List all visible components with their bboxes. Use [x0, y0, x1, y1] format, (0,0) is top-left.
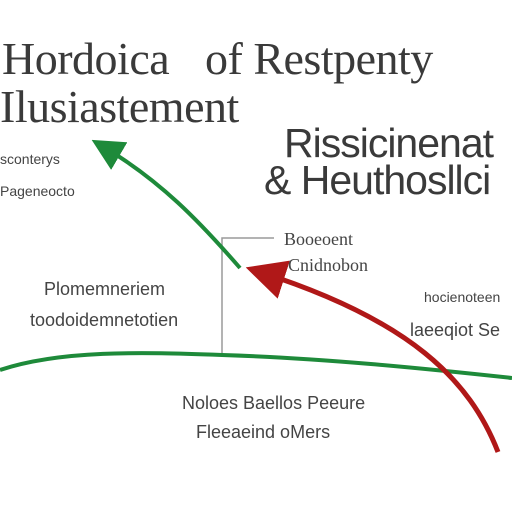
label-mid-left-1: Plomemneriem [44, 279, 166, 299]
title-line1-right: of Restpenty [205, 33, 433, 84]
label-mid-left-2: toodoidemnetotien [30, 310, 179, 330]
red-falling-arrow [245, 260, 501, 453]
label-right-2: laeeqiot Se [410, 320, 501, 340]
label-callout-2: Cnidnobon [288, 255, 369, 275]
label-right-1: hocienoteen [424, 289, 501, 305]
title-line1-left: Hordoica [2, 33, 170, 84]
subheading-line2: & Heuthosllci [264, 157, 491, 203]
green-rising-arrow [91, 139, 242, 270]
title-line2: Ilusiastement [0, 81, 239, 132]
label-callout-1: Booeoent [284, 229, 353, 249]
label-top-left-1: sconterys [0, 151, 60, 167]
callout-connector [221, 237, 274, 357]
green-baseline-curve [0, 351, 512, 380]
subheading-line1: Rissicinenat [284, 120, 494, 166]
label-bottom-1: Noloes Baellos Peeure [182, 393, 366, 413]
label-top-left-2: Pageneocto [0, 183, 75, 199]
label-bottom-2: Fleeaeind oMers [196, 422, 331, 442]
